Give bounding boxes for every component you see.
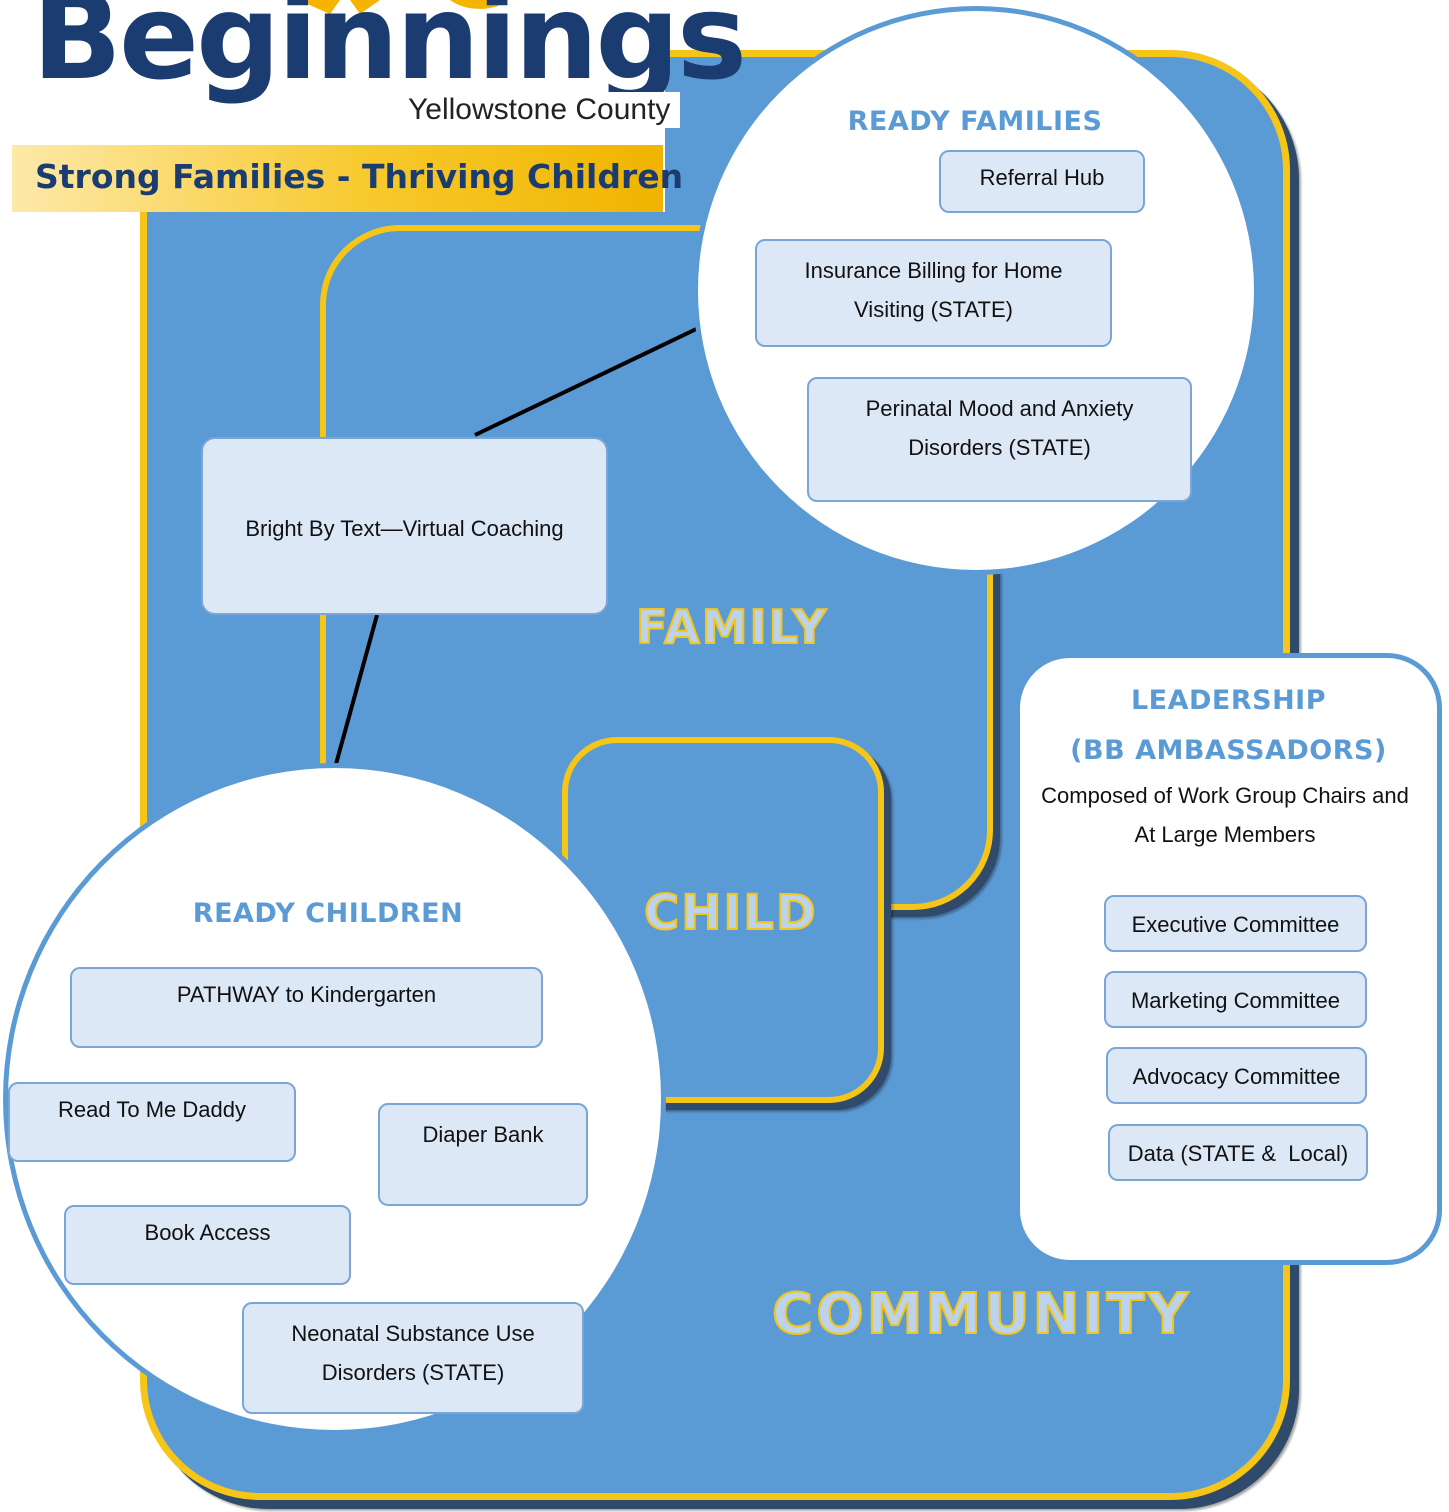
advocacy-committee-box: Advocacy Committee [1106,1047,1367,1104]
bright-by-text-box: Bright By Text—Virtual Coaching [201,437,608,615]
marketing-committee-box: Marketing Committee [1104,971,1367,1028]
executive-committee-box: Executive Committee [1104,895,1367,952]
diaper-bank-box: Diaper Bank [378,1103,588,1206]
read-to-me-daddy-box: Read To Me Daddy [8,1082,296,1162]
data-committee-box: Data (STATE & Local) [1108,1124,1368,1181]
referral-hub-box: Referral Hub [939,150,1145,213]
insurance-billing-box: Insurance Billing for Home Visiting (STA… [755,239,1112,347]
community-label: COMMUNITY [771,1281,1192,1348]
ambassadors-heading: (BB AMBASSADORS) [1070,735,1387,766]
ready-children-heading: READY CHILDREN [192,898,464,929]
connector-to-ready-families [474,319,714,437]
child-label: CHILD [643,884,818,942]
leadership-heading: LEADERSHIP [1130,685,1327,716]
pathway-kindergarten-box: PATHWAY to Kindergarten [70,967,543,1048]
leadership-description: Composed of Work Group Chairs and At Lar… [1041,783,1409,847]
tagline-bar [12,145,663,212]
ready-families-heading: READY FAMILIES [847,106,1103,137]
family-label: FAMILY [635,599,829,655]
perinatal-mood-box: Perinatal Mood and Anxiety Disorders (ST… [807,377,1192,502]
logo-wordmark: Beginnings [32,0,747,106]
logo-location: Yellowstone County [398,92,681,128]
book-access-box: Book Access [64,1205,351,1285]
tagline: Strong Families - Thriving Children [35,157,684,196]
neonatal-substance-box: Neonatal Substance Use Disorders (STATE) [242,1302,584,1414]
sun-rays-icon [298,0,500,14]
